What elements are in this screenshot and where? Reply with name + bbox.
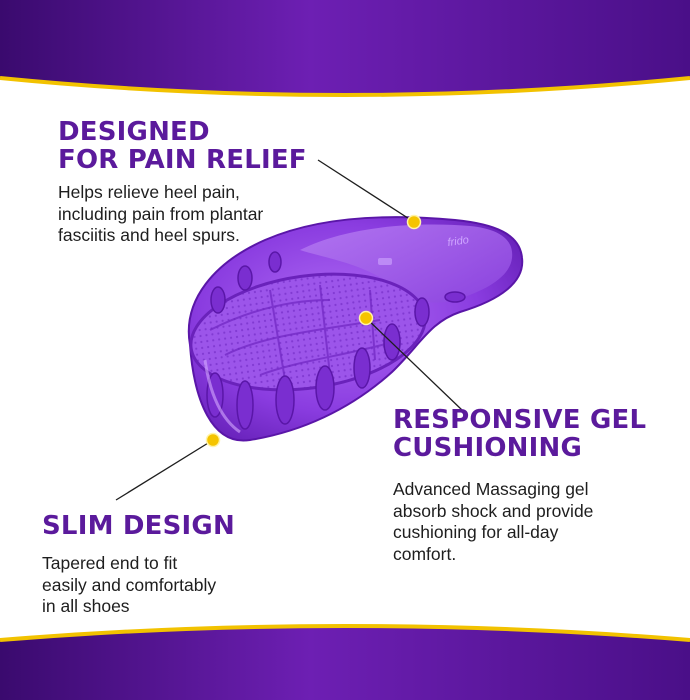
marker-dot-pain-relief: [406, 214, 422, 230]
leader-line-responsive-gel: [365, 317, 463, 411]
leader-line-slim-design: [115, 439, 214, 501]
callout-body: Tapered end to fit easily and comfortabl…: [42, 553, 216, 618]
callout-body: Helps relieve heel pain, including pain …: [58, 182, 263, 247]
heading-line: FOR PAIN RELIEF: [58, 145, 307, 176]
body-line: including pain from plantar: [58, 203, 264, 224]
product-logo: frido: [447, 234, 470, 249]
callout-body: Advanced Massaging gel absorb shock and …: [393, 479, 593, 565]
body-line: Helps relieve heel pain,: [58, 182, 240, 202]
leader-line-pain-relief: [317, 159, 415, 223]
body-line: easily and comfortably: [42, 574, 217, 595]
body-line: fasciitis and heel spurs.: [58, 225, 240, 246]
marker-dot-responsive-gel: [358, 310, 374, 326]
body-line: absorb shock and provide: [393, 500, 594, 521]
callout-heading: SLIM DESIGN: [42, 512, 235, 540]
top-band: [0, 0, 690, 97]
bottom-band: [0, 624, 690, 700]
body-line: Tapered end to fit: [42, 553, 178, 573]
heading-line: RESPONSIVE GEL: [393, 405, 647, 435]
heading-line: DESIGNED: [58, 117, 210, 147]
marker-dot-slim-design: [205, 432, 221, 448]
body-line: cushioning for all-day: [393, 522, 559, 543]
body-line: in all shoes: [42, 596, 130, 617]
callout-heading: DESIGNED FOR PAIN RELIEF: [58, 118, 307, 174]
heading-line: SLIM DESIGN: [42, 511, 235, 541]
leader-lines: [115, 159, 463, 501]
heading-line: CUSHIONING: [393, 433, 582, 464]
heel-cushion-illustration: frido: [187, 216, 524, 442]
body-line: comfort.: [393, 543, 457, 564]
body-line: Advanced Massaging gel: [393, 479, 589, 499]
callout-heading: RESPONSIVE GEL CUSHIONING: [393, 406, 646, 462]
